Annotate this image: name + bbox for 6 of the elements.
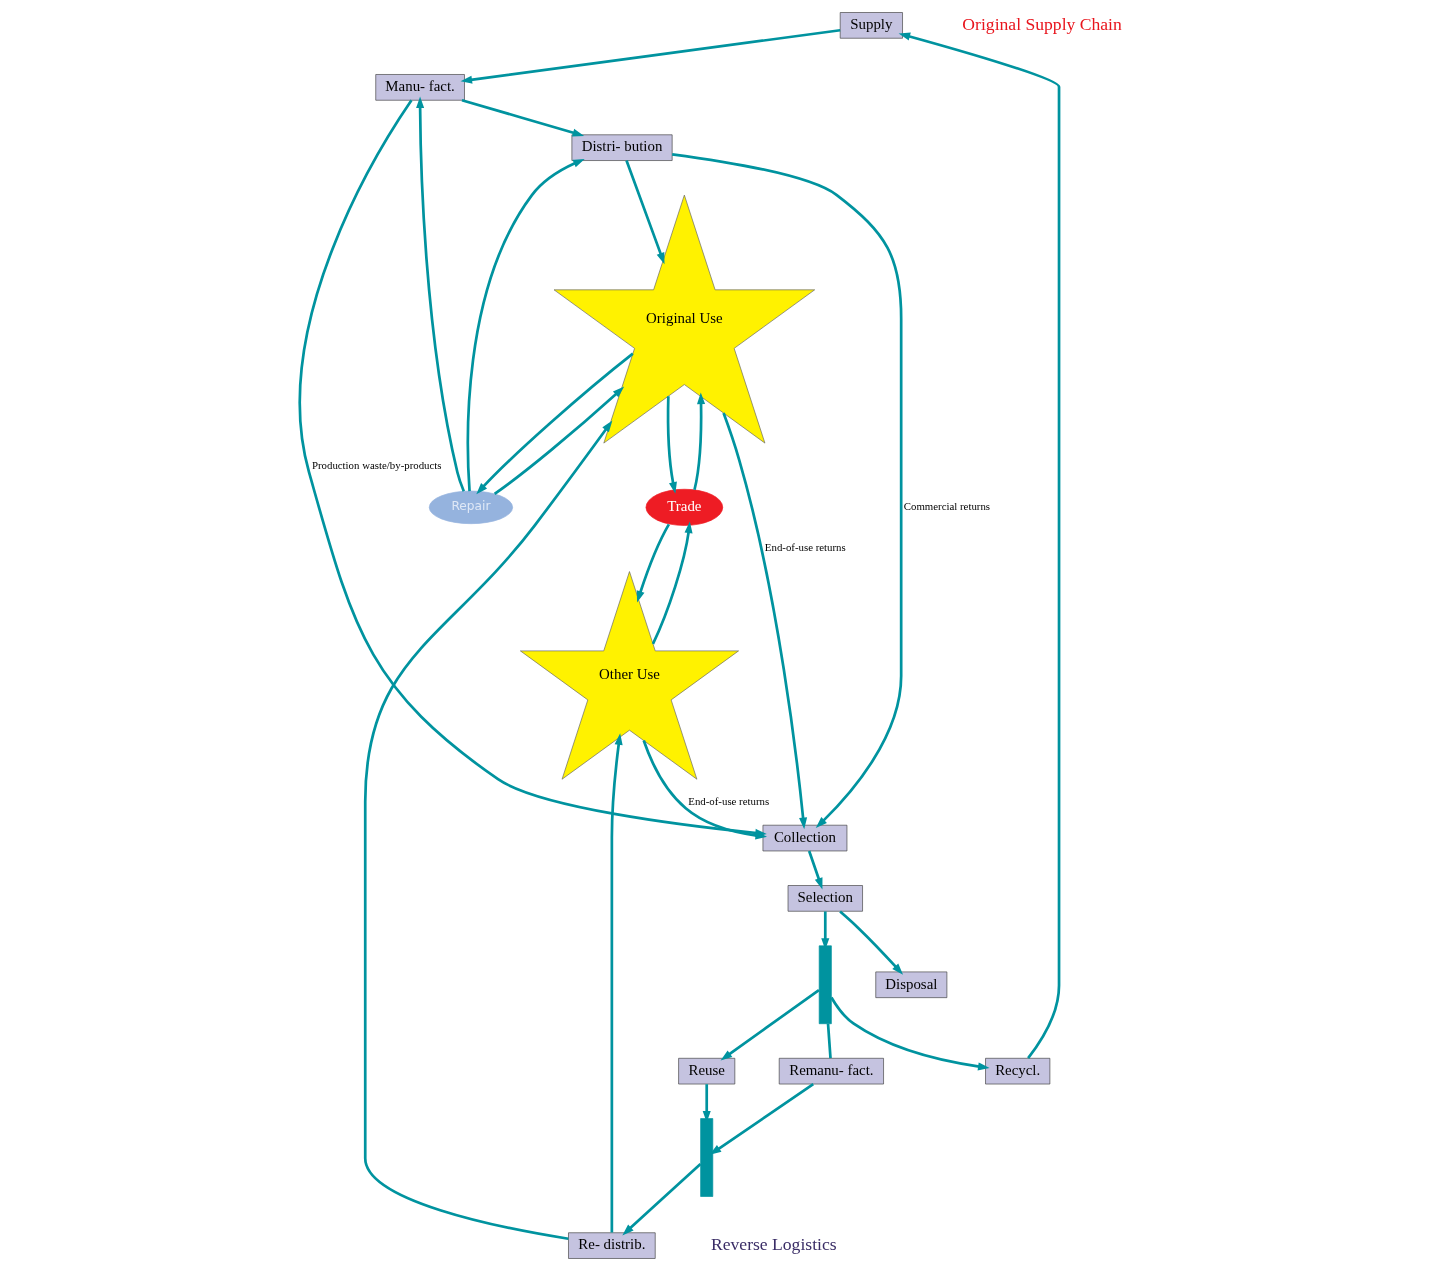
edge-label: End-of-use returns — [764, 541, 846, 554]
edge-label: Commercial returns — [903, 499, 990, 512]
label: Reverse Logistics — [710, 1233, 837, 1254]
edge-label: Production waste/by-products — [311, 458, 442, 471]
edge-label: End-of-use returns — [687, 794, 769, 807]
label: Original Supply Chain — [961, 13, 1122, 34]
